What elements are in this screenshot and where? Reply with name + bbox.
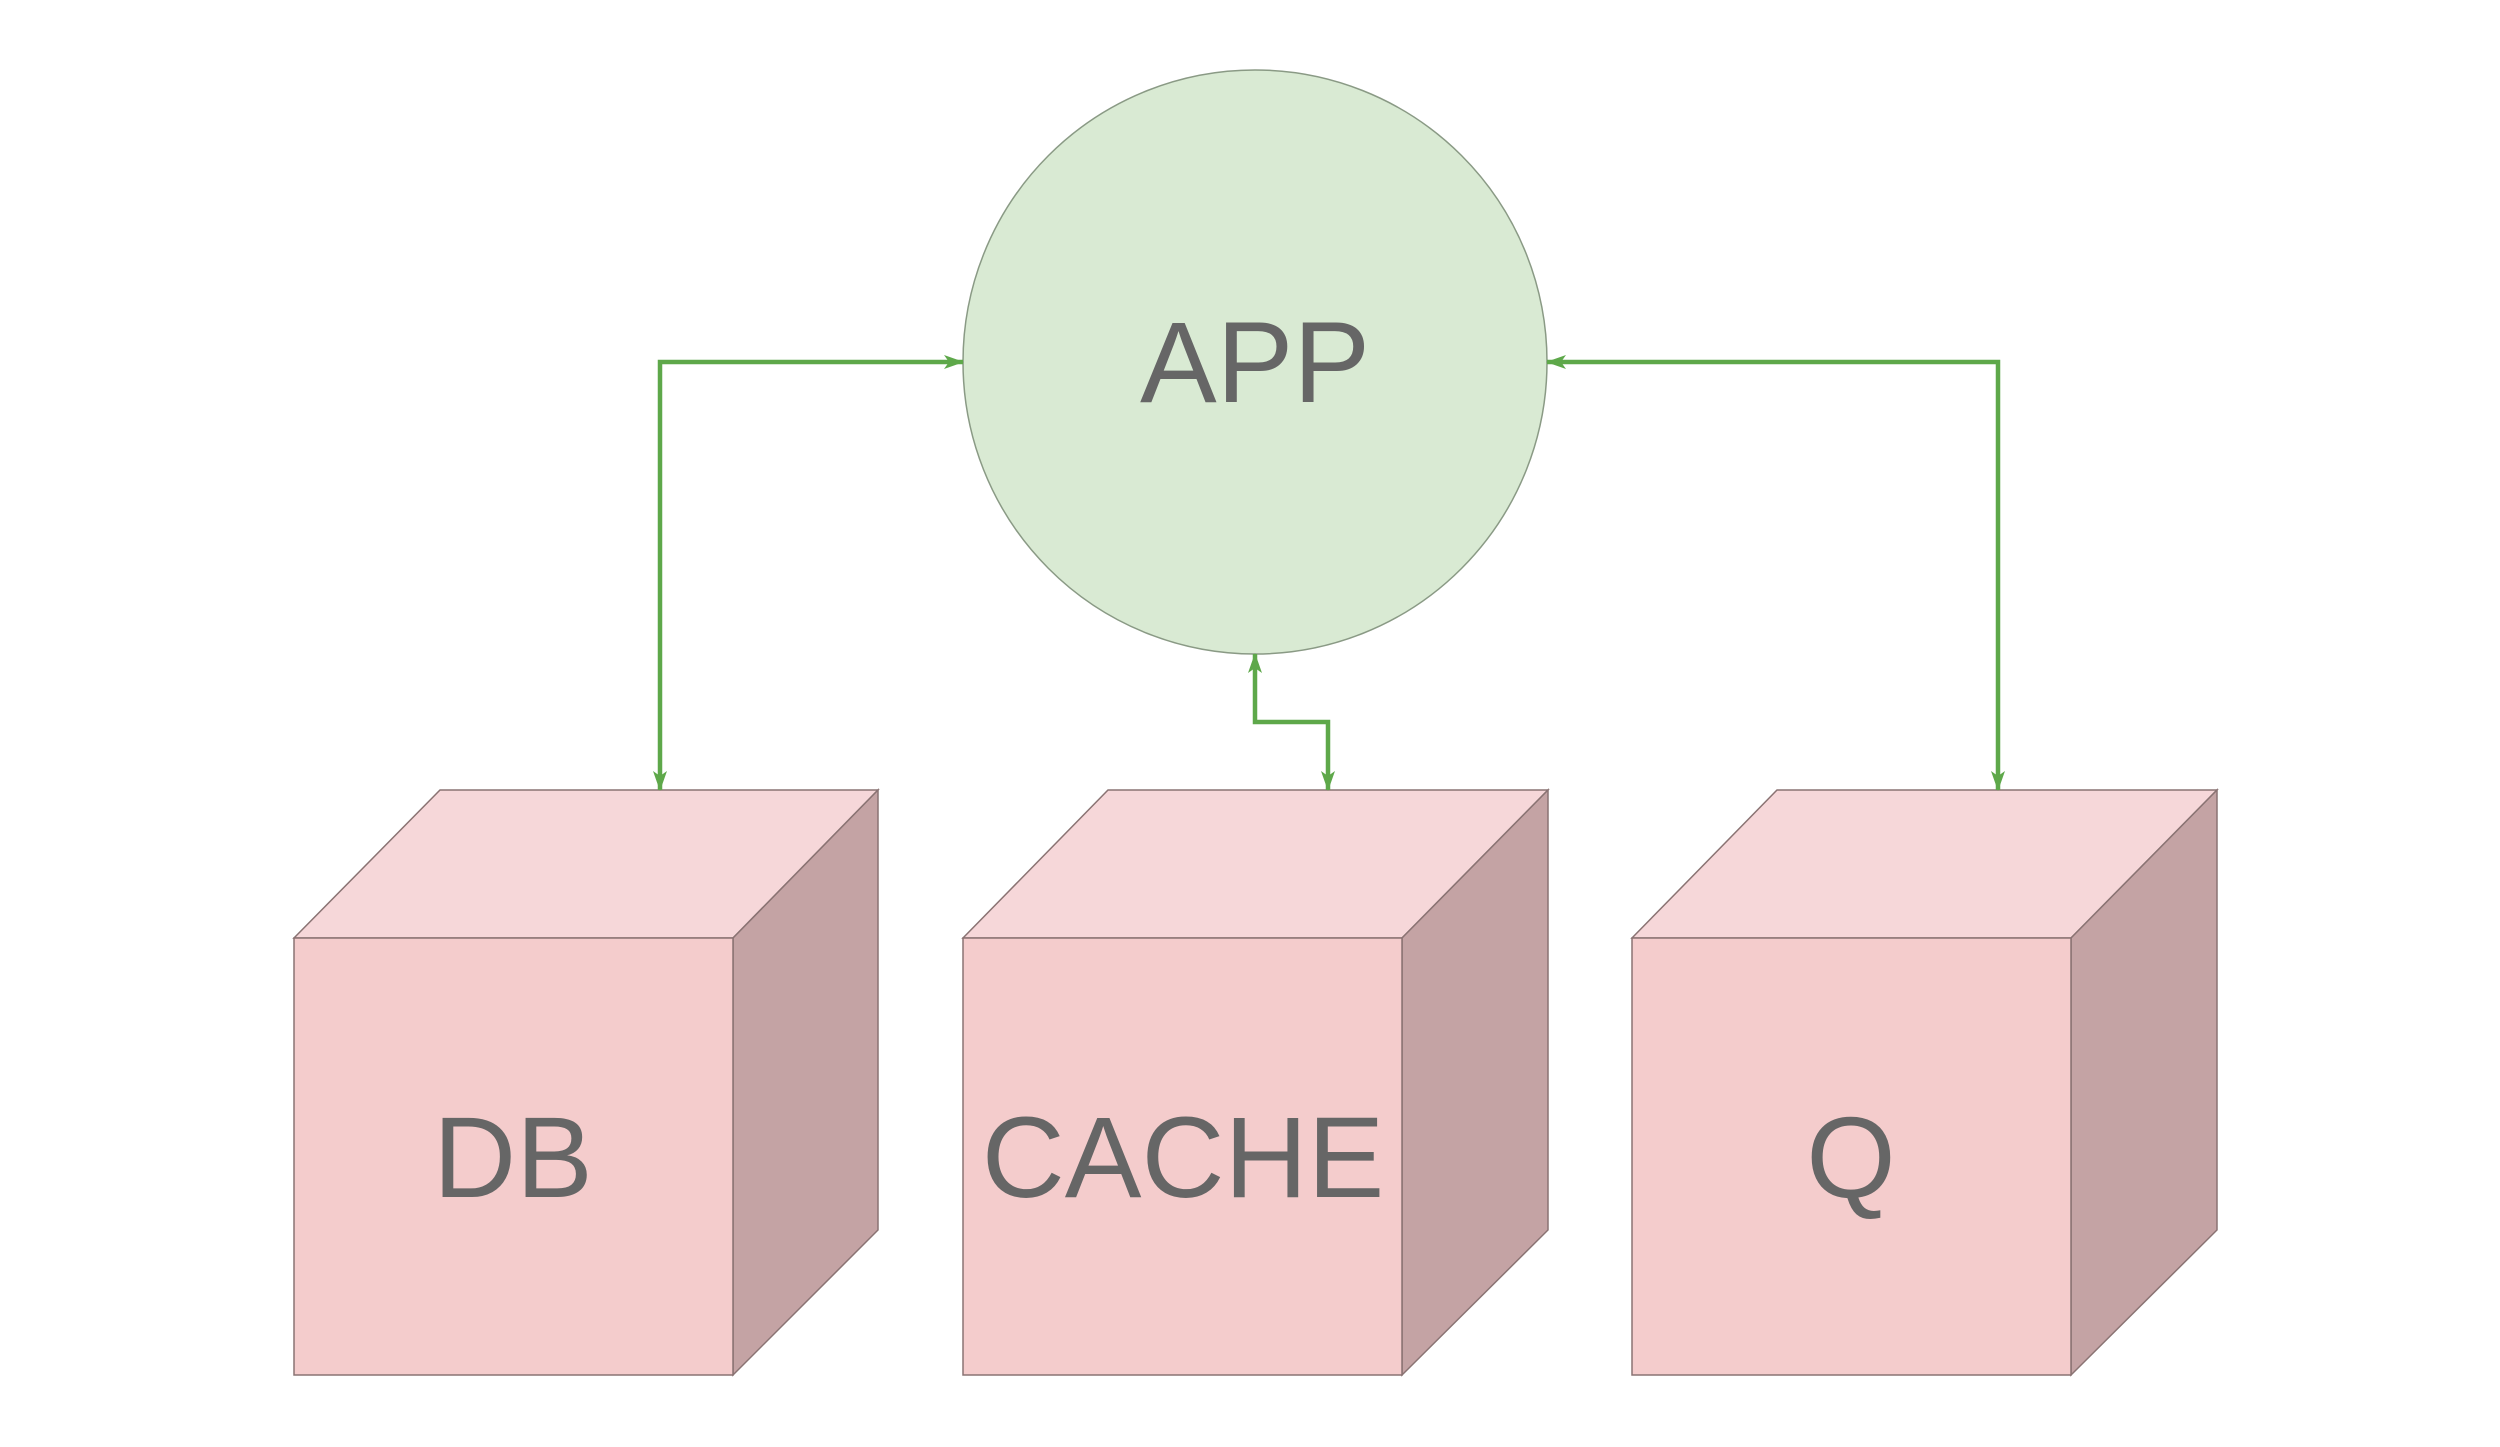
queue-label: Q xyxy=(1806,1094,1895,1222)
db-cube-front xyxy=(293,937,734,1376)
cache-label: CACHE xyxy=(982,1094,1385,1222)
connector-app-queue[interactable] xyxy=(1546,355,2005,791)
app-label: APP xyxy=(1140,299,1370,427)
db-node[interactable]: DB xyxy=(292,788,880,1377)
connector-app-cache[interactable] xyxy=(1248,653,1335,791)
app-node[interactable]: APP xyxy=(962,69,1548,655)
queue-node[interactable]: Q xyxy=(1630,788,2219,1377)
db-label: DB xyxy=(433,1094,593,1222)
cache-node[interactable]: CACHE xyxy=(961,788,1550,1377)
connector-app-db[interactable] xyxy=(653,355,964,791)
queue-cube-front xyxy=(1631,937,2072,1376)
cache-cube-front xyxy=(962,937,1403,1376)
